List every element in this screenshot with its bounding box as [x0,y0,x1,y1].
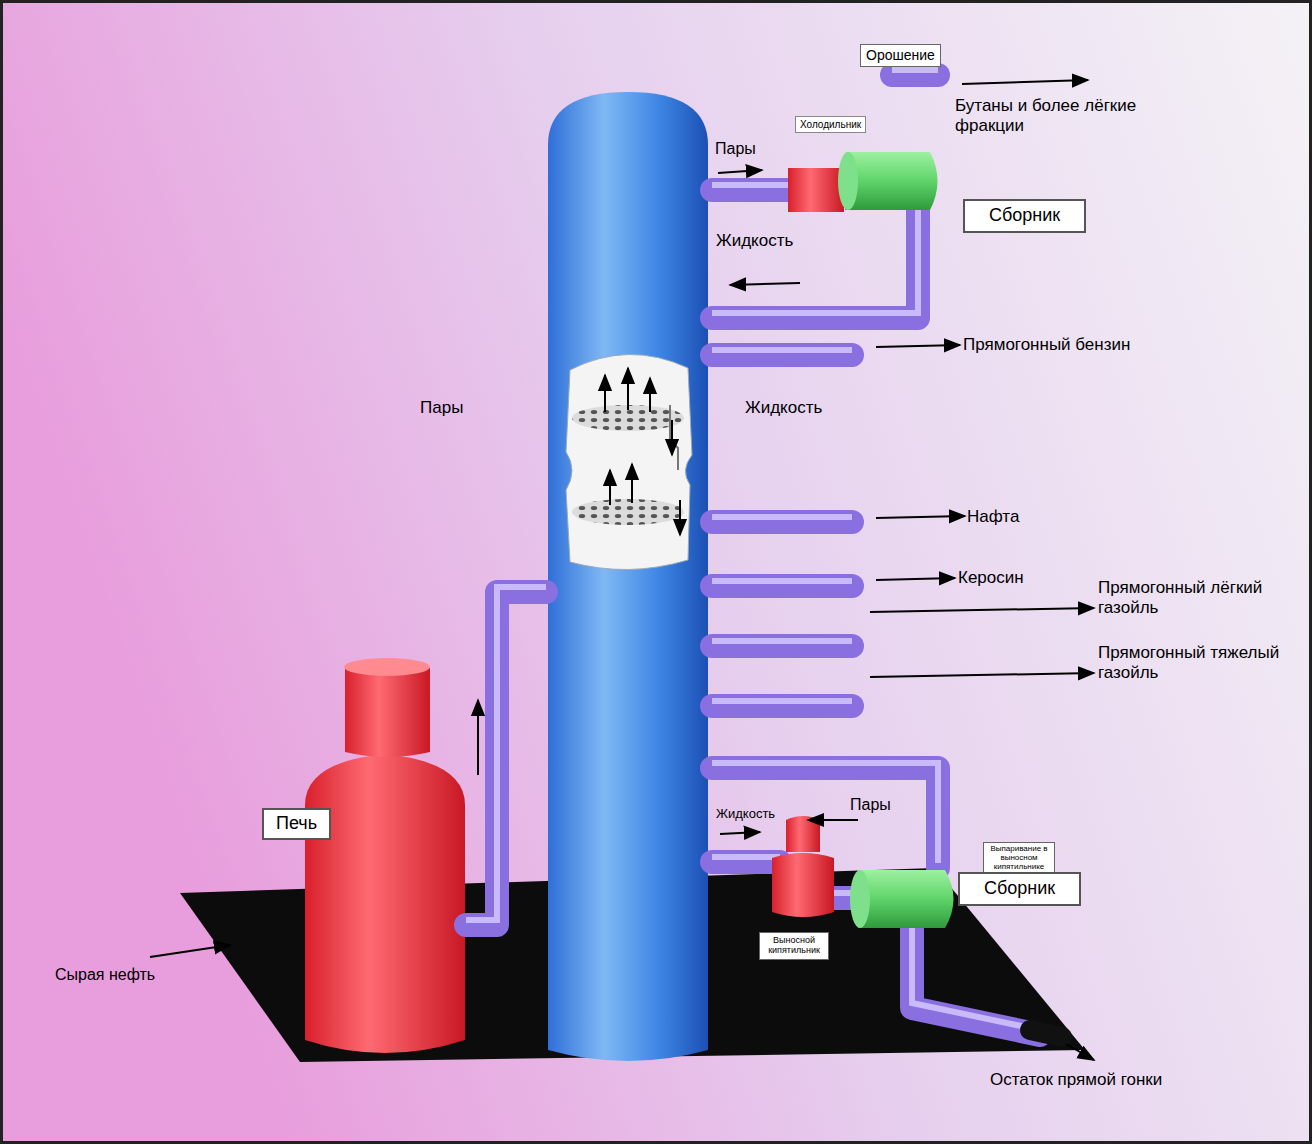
label-box: Сборник [963,199,1086,233]
label-box: Печь [262,808,331,840]
stream-label: Бутаны и более лёгкие фракции [955,96,1185,135]
stream-label: Остаток прямой гонки [990,1070,1162,1090]
label-box: Выносной кипятильник [759,932,829,960]
box-label: Сборник [984,879,1055,899]
stream-label: Жидкость [745,398,822,418]
label-box: Сборник [958,872,1081,906]
stream-label: Жидкость [716,231,793,251]
label-box: Выпаривание в выносном кипятильнике [983,842,1055,874]
box-label: Выпаривание в выносном кипятильнике [986,845,1052,871]
label-box: Орошение [860,44,941,67]
box-label: Холодильник [800,119,861,130]
box-label: Печь [276,814,317,834]
stream-label: Пары [850,796,891,814]
stream-label: Пары [420,398,463,418]
stream-label: Прямогонный тяжелый газойль [1098,643,1298,682]
box-label: Сборник [989,206,1060,226]
box-label: Орошение [866,48,935,63]
stream-label: Жидкость [716,807,775,822]
stream-label: Керосин [958,568,1024,588]
stream-label: Пары [715,140,756,158]
stream-label: Прямогонный бензин [963,335,1130,355]
stream-label: Нафта [967,507,1019,527]
label-box: Холодильник [795,116,866,133]
stream-label: Прямогонный лёгкий газойль [1098,578,1278,617]
box-label: Выносной кипятильник [762,936,826,956]
stream-label: Сырая нефть [55,966,155,984]
